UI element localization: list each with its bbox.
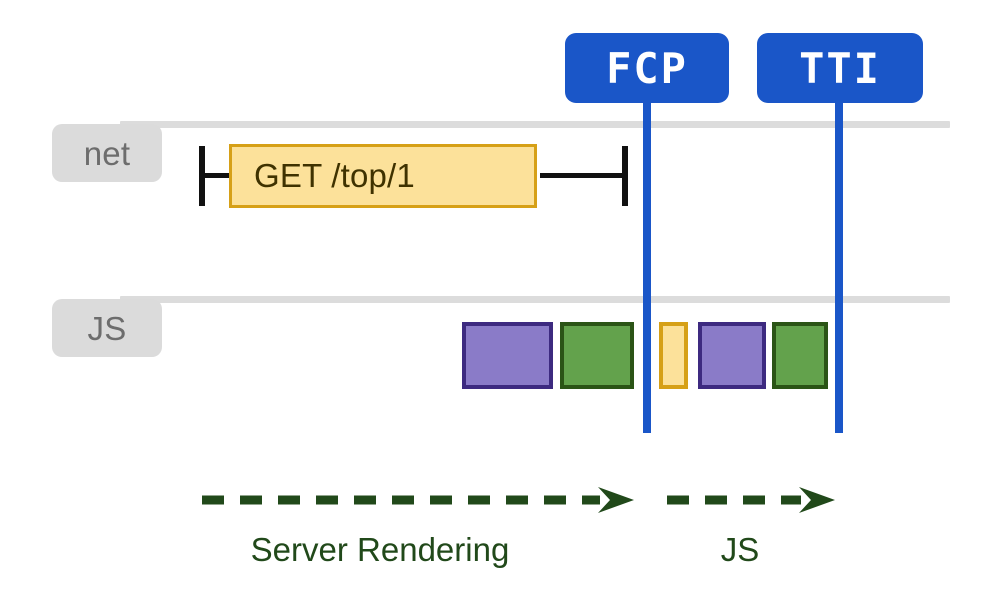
js-task-block-1[interactable] (462, 322, 553, 389)
tti-marker-line (835, 95, 843, 433)
tti-marker-badge[interactable]: TTI (757, 33, 923, 103)
js-phase-label: JS (720, 531, 760, 568)
net-request-bar[interactable]: GET /top/1 (229, 144, 537, 208)
request-connector-right (540, 173, 625, 178)
js-track-line (120, 296, 950, 303)
request-whisker-end (622, 146, 628, 206)
server-rendering-arrow (200, 487, 635, 513)
request-whisker-start (199, 146, 205, 206)
fcp-marker-line (643, 95, 651, 433)
js-track-label: JS (52, 299, 162, 357)
js-task-block-5[interactable] (772, 322, 828, 389)
js-task-block-4[interactable] (698, 322, 766, 389)
js-task-block-3[interactable] (659, 322, 688, 389)
js-task-block-2[interactable] (560, 322, 634, 389)
server-rendering-phase-label: Server Rendering (250, 531, 510, 568)
fcp-marker-badge[interactable]: FCP (565, 33, 729, 103)
net-track-line (120, 121, 950, 128)
net-track-label: net (52, 124, 162, 182)
js-phase-arrow (665, 487, 835, 513)
request-connector-left (203, 173, 231, 178)
